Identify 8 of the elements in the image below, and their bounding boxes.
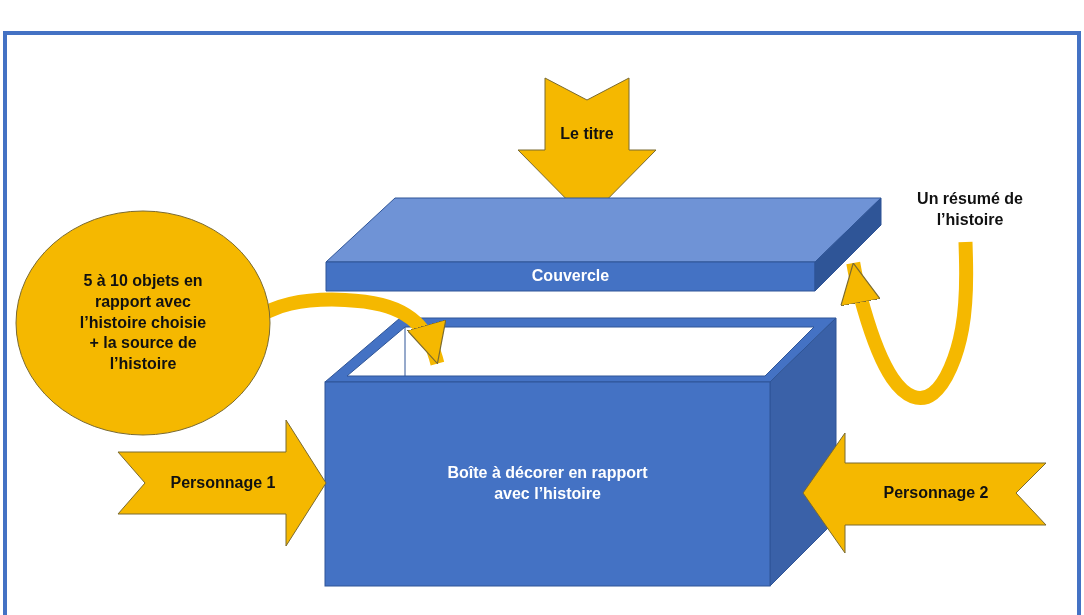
shape-label: Boîte à décorer en rapport avec l’histoire xyxy=(446,463,649,504)
note-text: Un résumé de l’histoire xyxy=(916,189,1024,230)
shape-label: Le titre xyxy=(560,123,614,144)
curved-arrow xyxy=(840,241,974,405)
shape-label: Couvercle xyxy=(531,265,610,286)
shape-label: Personnage 1 xyxy=(170,472,276,493)
shape-label: Personnage 2 xyxy=(883,482,989,503)
shape-label: 5 à 10 objets en rapport avec l’histoire choisie + la source de l’histoire xyxy=(78,271,208,375)
